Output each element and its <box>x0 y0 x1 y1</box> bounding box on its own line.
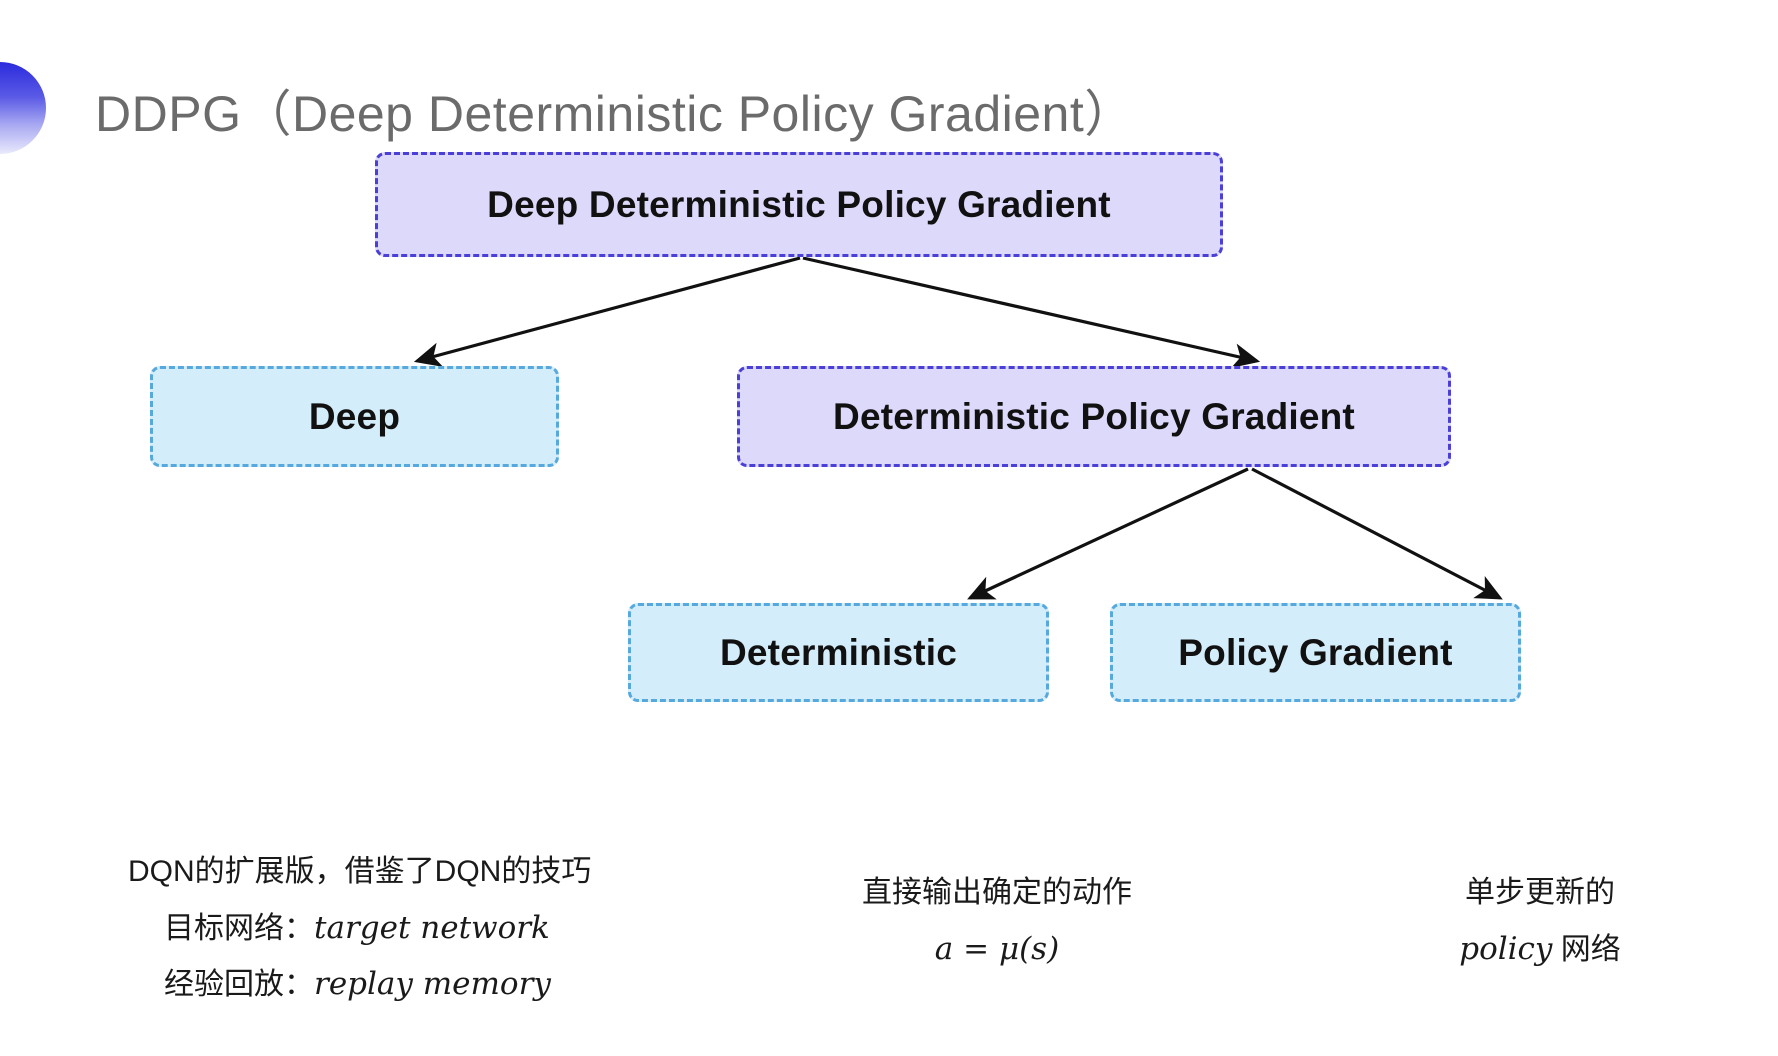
caption-policy-gradient-suffix: 网络 <box>1552 932 1621 966</box>
caption-deep-line-2-label: 目标网络： <box>164 911 314 945</box>
caption-policy-gradient: 单步更新的 policy 网络 <box>1395 866 1685 977</box>
caption-deep-line-3-term: replay memory <box>314 966 551 1003</box>
caption-deep-line-3-label: 经验回放： <box>164 968 314 1002</box>
caption-policy-gradient-line-1: 单步更新的 <box>1465 876 1615 909</box>
gradient-half-circle-icon <box>0 62 46 154</box>
edge-dpg-to-policy-gradient <box>1251 467 1503 600</box>
page-title: DDPG（Deep Deterministic Policy Gradient） <box>95 86 1135 142</box>
node-deep-deterministic-policy-gradient[interactable]: Deep Deterministic Policy Gradient <box>375 152 1223 257</box>
caption-deep: DQN的扩展版，借鉴了DQN的技巧 目标网络：target network 经验… <box>128 845 591 1013</box>
edge-root-to-deep <box>413 256 801 367</box>
caption-deep-line-1: DQN的扩展版，借鉴了DQN的技巧 <box>128 855 592 888</box>
caption-deterministic: 直接输出确定的动作 a = μ(s) <box>837 866 1157 977</box>
edge-root-to-dpg <box>802 256 1261 368</box>
node-deep[interactable]: Deep <box>150 366 559 467</box>
edge-dpg-to-deterministic <box>967 467 1249 600</box>
caption-policy-gradient-term: policy <box>1459 930 1553 967</box>
caption-deep-line-2-term: target network <box>314 909 550 946</box>
node-deterministic[interactable]: Deterministic <box>628 603 1049 702</box>
node-policy-gradient[interactable]: Policy Gradient <box>1110 603 1521 702</box>
caption-deterministic-formula: a = μ(s) <box>934 930 1060 967</box>
node-deterministic-policy-gradient[interactable]: Deterministic Policy Gradient <box>737 366 1451 467</box>
caption-deterministic-line-1: 直接输出确定的动作 <box>862 876 1132 909</box>
